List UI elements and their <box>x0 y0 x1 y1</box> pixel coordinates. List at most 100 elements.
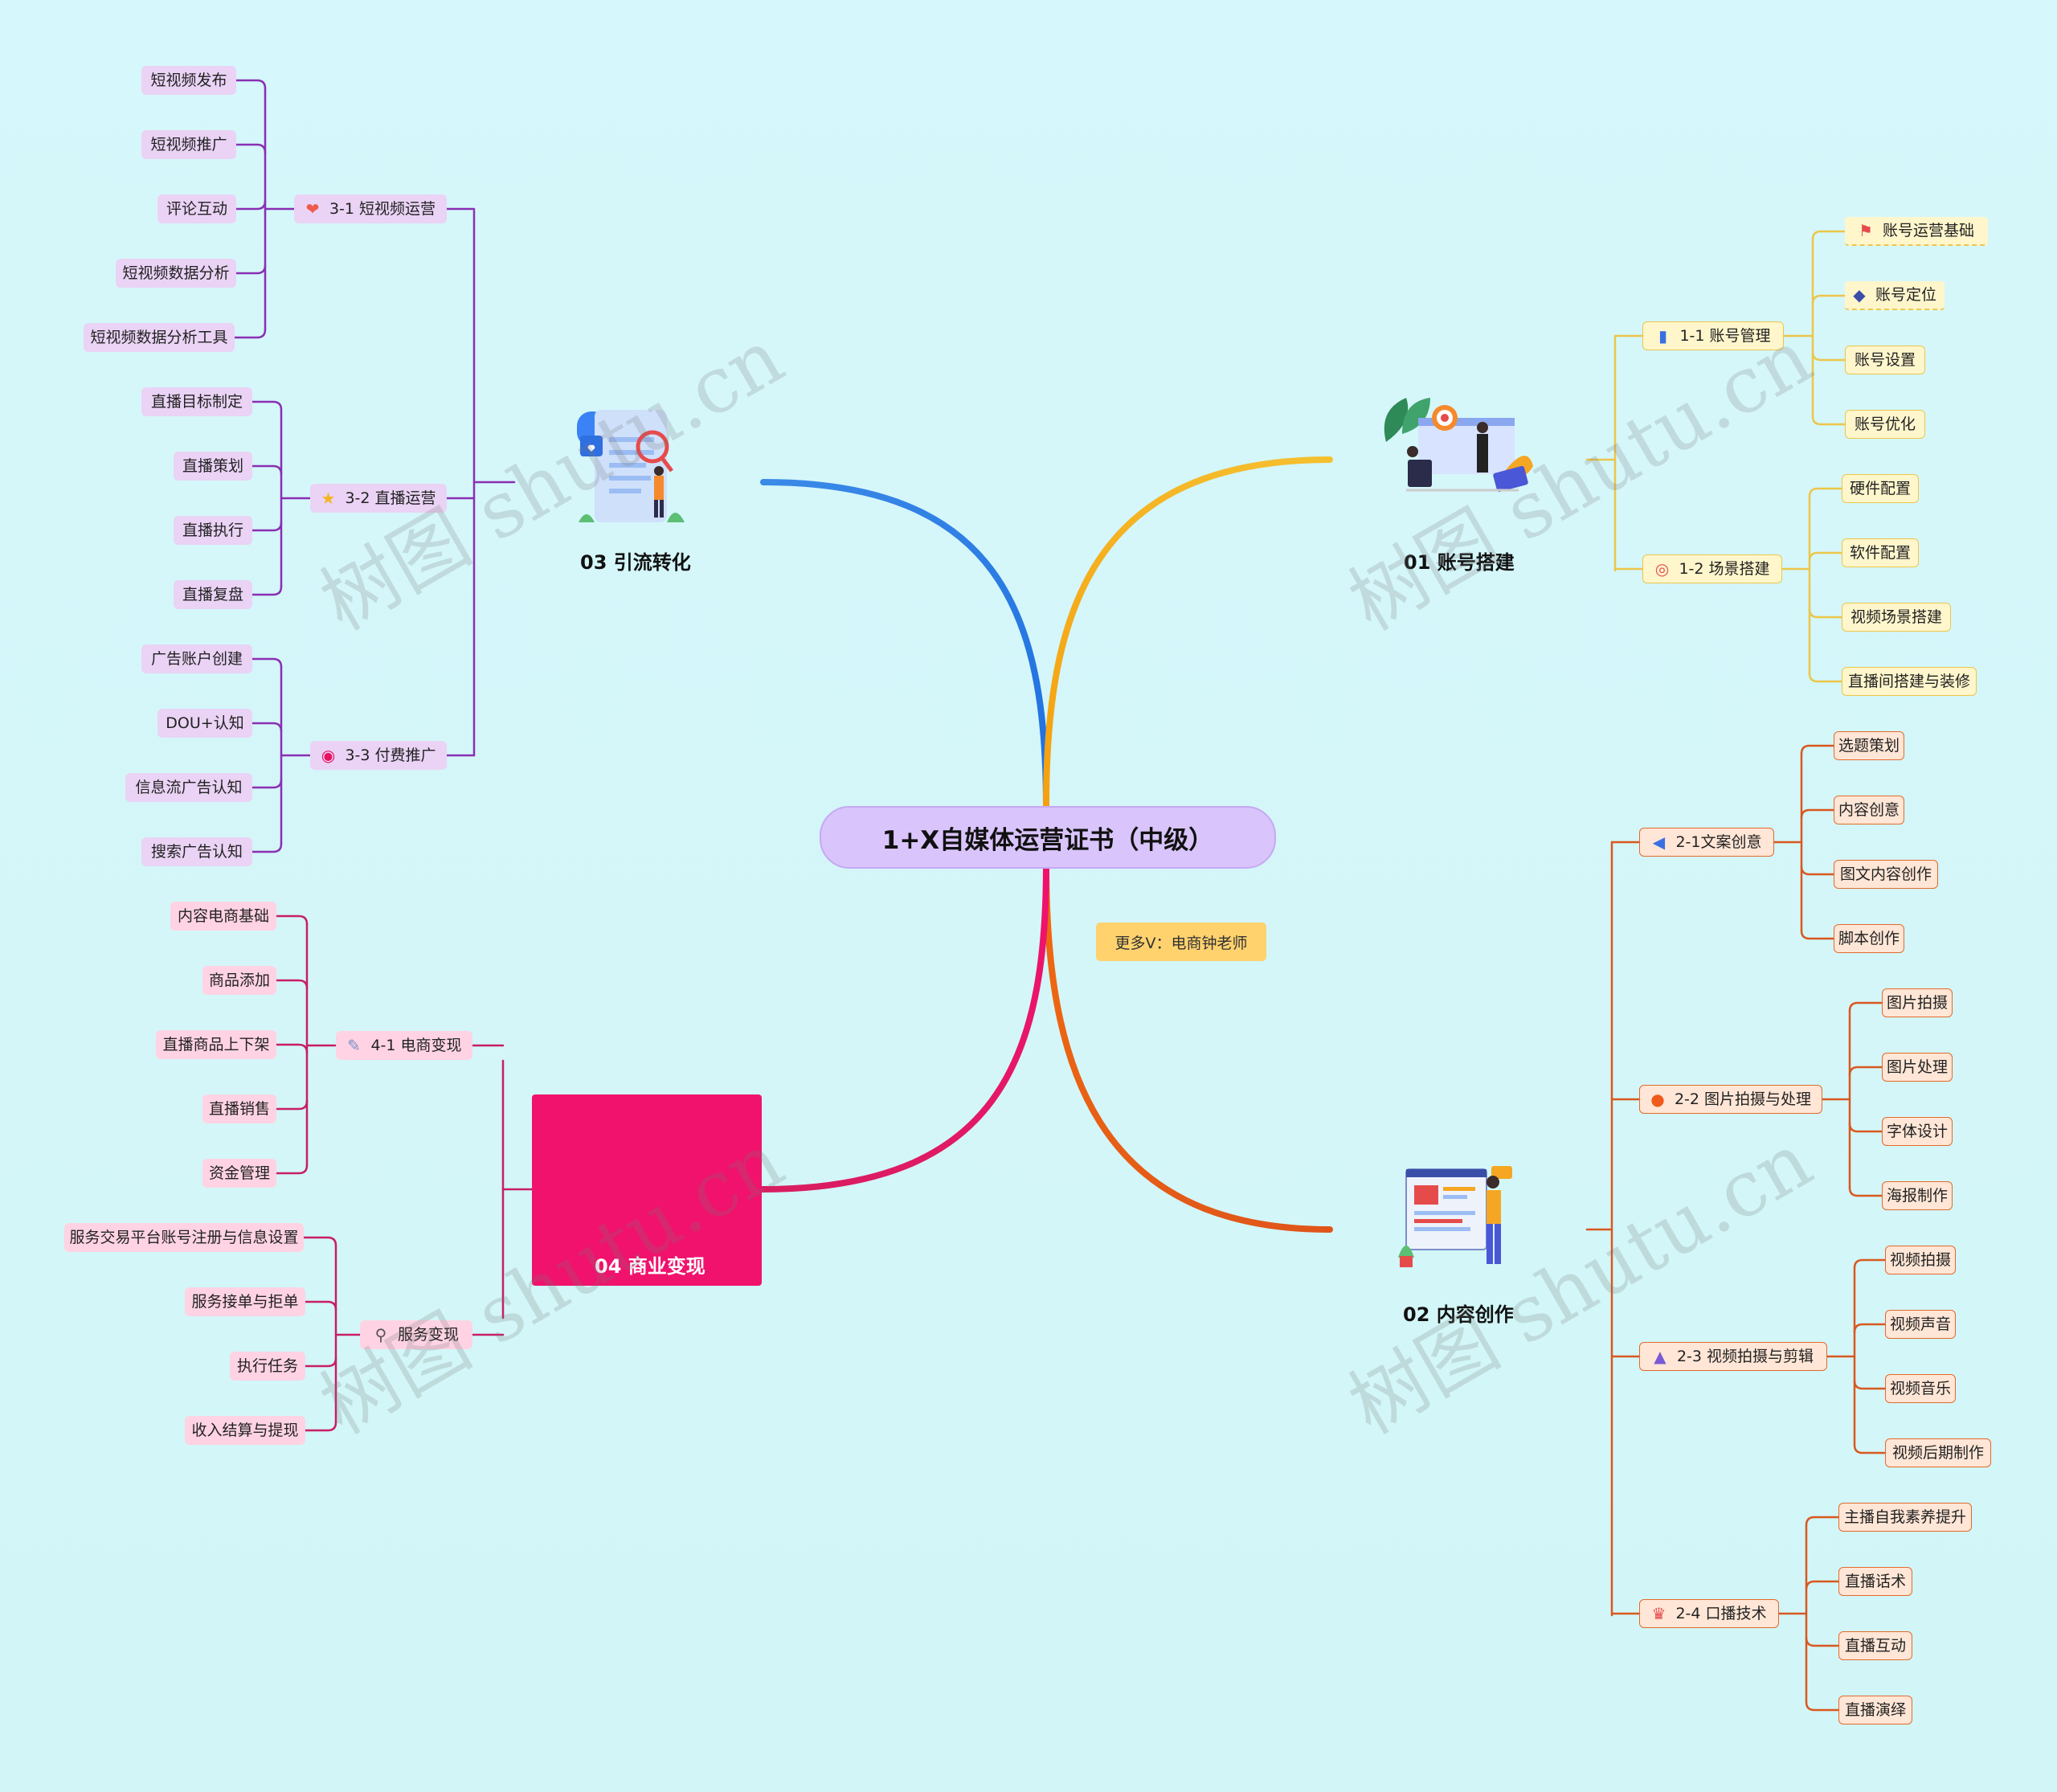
sub-topic-s23[interactable]: ▲2-3 视频拍摄与剪辑 <box>1639 1342 1827 1371</box>
branch-04-label[interactable]: 04 商业变现 <box>595 1255 705 1278</box>
s21-leaf-0[interactable]: 选题策划 <box>1834 731 1904 760</box>
connector-line <box>1811 230 1846 241</box>
s23-leaf-1[interactable]: 视频声音 <box>1885 1310 1956 1339</box>
branch-02-label[interactable]: 02 内容创作 <box>1403 1303 1514 1326</box>
s12-leaf-0[interactable]: 硬件配置 <box>1842 474 1919 503</box>
s33-leaf-1[interactable]: DOU+认知 <box>157 709 252 738</box>
s32-leaf-1[interactable]: 直播策划 <box>174 452 252 481</box>
s31-leaf-3[interactable]: 短视频数据分析 <box>116 259 236 288</box>
s12-leaf-1[interactable]: 软件配置 <box>1842 538 1919 567</box>
sub-topic-s31-label: 3-1 短视频运营 <box>329 199 436 218</box>
s41-leaf-4[interactable]: 资金管理 <box>202 1159 276 1188</box>
connector-line <box>1811 294 1846 305</box>
s21-leaf-1[interactable]: 内容创意 <box>1834 796 1904 824</box>
s23-leaf-0-label: 视频拍摄 <box>1890 1250 1952 1269</box>
s23-leaf-3[interactable]: 视频后期制作 <box>1885 1438 1991 1467</box>
s24-leaf-0-label: 主播自我素养提升 <box>1844 1508 1967 1526</box>
s41-leaf-0[interactable]: 内容电商基础 <box>170 902 276 931</box>
s32-leaf-2[interactable]: 直播执行 <box>174 516 252 545</box>
sub-topic-s24[interactable]: ♛2-4 口播技术 <box>1639 1599 1779 1628</box>
connector-line <box>1848 1066 1883 1077</box>
s24-leaf-0[interactable]: 主播自我素养提升 <box>1838 1503 1972 1532</box>
connector-line <box>235 143 267 154</box>
book-icon: ▮ <box>1658 326 1667 346</box>
s21-leaf-2-label: 图文内容创作 <box>1840 865 1932 883</box>
s11-leaf-0[interactable]: ⚑账号运营基础 <box>1845 217 1988 246</box>
connector-line <box>1853 1323 1887 1334</box>
s22-leaf-1[interactable]: 图片处理 <box>1882 1053 1953 1082</box>
s31-leaf-0-label: 短视频发布 <box>150 71 227 89</box>
sub-topic-s32[interactable]: ★3-2 直播运营 <box>310 484 447 513</box>
contact-note[interactable]: 更多V：电商钟老师 <box>1096 923 1266 961</box>
connector-line <box>235 264 267 275</box>
s33-leaf-2[interactable]: 信息流广告认知 <box>125 773 252 802</box>
s12-leaf-1-label: 软件配置 <box>1850 543 1912 562</box>
sub-topic-s21[interactable]: ◀2-1文案创意 <box>1639 828 1774 857</box>
s31-leaf-0[interactable]: 短视频发布 <box>141 66 236 95</box>
s11-leaf-2[interactable]: 账号设置 <box>1845 346 1925 374</box>
s22-leaf-2[interactable]: 字体设计 <box>1882 1117 1953 1146</box>
s12-leaf-3[interactable]: 直播间搭建与装修 <box>1842 667 1977 696</box>
sub-topic-s11[interactable]: ▮1-1 账号管理 <box>1642 321 1784 350</box>
sub-topic-s12[interactable]: ◎1-2 场景搭建 <box>1642 554 1782 583</box>
s22-leaf-3[interactable]: 海报制作 <box>1882 1181 1953 1210</box>
s31-leaf-4[interactable]: 短视频数据分析工具 <box>84 323 235 352</box>
s11-leaf-1[interactable]: ◆账号定位 <box>1845 281 1945 310</box>
s33-leaf-3[interactable]: 搜索广告认知 <box>141 837 252 866</box>
connector-line <box>1848 1122 1883 1133</box>
s33-leaf-0-label: 广告账户创建 <box>150 649 243 668</box>
s24-leaf-1[interactable]: 直播话术 <box>1838 1567 1912 1596</box>
s31-leaf-1[interactable]: 短视频推广 <box>141 130 236 159</box>
s24-leaf-3[interactable]: 直播演绎 <box>1838 1696 1912 1724</box>
connector-line <box>1811 415 1846 426</box>
s32-leaf-0[interactable]: 直播目标制定 <box>141 387 252 416</box>
connector-line <box>1808 672 1843 683</box>
s24-leaf-2-label: 直播互动 <box>1845 1636 1907 1655</box>
s24-leaf-2[interactable]: 直播互动 <box>1838 1631 1912 1660</box>
connector-line <box>1808 608 1843 619</box>
s31-leaf-3-label: 短视频数据分析 <box>122 264 230 282</box>
s21-leaf-2[interactable]: 图文内容创作 <box>1834 860 1938 889</box>
connector-line <box>275 1164 309 1175</box>
s11-leaf-3[interactable]: 账号优化 <box>1845 410 1925 439</box>
cube-icon: ◆ <box>1853 285 1866 305</box>
s21-leaf-1-label: 内容创意 <box>1838 800 1900 819</box>
sub-topic-s41[interactable]: ✎4-1 电商变现 <box>336 1031 472 1060</box>
connector-line <box>1800 929 1835 940</box>
s42-leaf-3[interactable]: 收入结算与提现 <box>185 1416 305 1445</box>
sub-topic-s33[interactable]: ◉3-3 付费推广 <box>310 741 447 770</box>
s21-leaf-3[interactable]: 脚本创作 <box>1834 924 1904 953</box>
s33-leaf-1-label: DOU+认知 <box>166 714 244 732</box>
s41-leaf-1-label: 商品添加 <box>209 971 271 989</box>
sub-topic-s42[interactable]: ⚲服务变现 <box>360 1320 472 1349</box>
branch-01-label[interactable]: 01 账号搭建 <box>1404 551 1515 574</box>
s31-leaf-2-label: 评论互动 <box>166 199 227 218</box>
s33-leaf-0[interactable]: 广告账户创建 <box>141 644 252 673</box>
root-topic[interactable]: 1+X自媒体运营证书（中级） <box>820 806 1276 869</box>
s42-leaf-2[interactable]: 执行任务 <box>230 1352 305 1381</box>
sub-topic-s22[interactable]: ●2-2 图片拍摄与处理 <box>1639 1085 1822 1114</box>
s12-leaf-2[interactable]: 视频场景搭建 <box>1842 603 1951 632</box>
s31-leaf-2[interactable]: 评论互动 <box>157 194 236 223</box>
s23-leaf-2[interactable]: 视频音乐 <box>1885 1374 1956 1403</box>
s23-leaf-0[interactable]: 视频拍摄 <box>1885 1246 1956 1274</box>
s41-leaf-1[interactable]: 商品添加 <box>202 966 276 995</box>
branch-03-label[interactable]: 03 引流转化 <box>580 551 691 574</box>
heart-icon: ❤ <box>305 199 320 219</box>
s32-leaf-3[interactable]: 直播复盘 <box>174 580 252 609</box>
connector-line <box>1805 1516 1840 1527</box>
flag-icon: ⚑ <box>1859 221 1873 240</box>
connector-line <box>251 842 283 853</box>
connector-line <box>1805 1636 1840 1647</box>
s42-leaf-1[interactable]: 服务接单与拒单 <box>185 1287 305 1316</box>
s42-leaf-0[interactable]: 服务交易平台账号注册与信息设置 <box>64 1223 304 1252</box>
s41-leaf-4-label: 资金管理 <box>209 1164 271 1182</box>
connector-line <box>233 328 267 339</box>
s12-leaf-0-label: 硬件配置 <box>1850 479 1912 497</box>
s12-leaf-2-label: 视频场景搭建 <box>1850 608 1943 626</box>
s22-leaf-0[interactable]: 图片拍摄 <box>1882 988 1953 1017</box>
s41-leaf-3[interactable]: 直播销售 <box>202 1094 276 1123</box>
sub-topic-s31[interactable]: ❤ 3-1 短视频运营 <box>294 194 447 223</box>
s41-leaf-2[interactable]: 直播商品上下架 <box>156 1030 276 1059</box>
